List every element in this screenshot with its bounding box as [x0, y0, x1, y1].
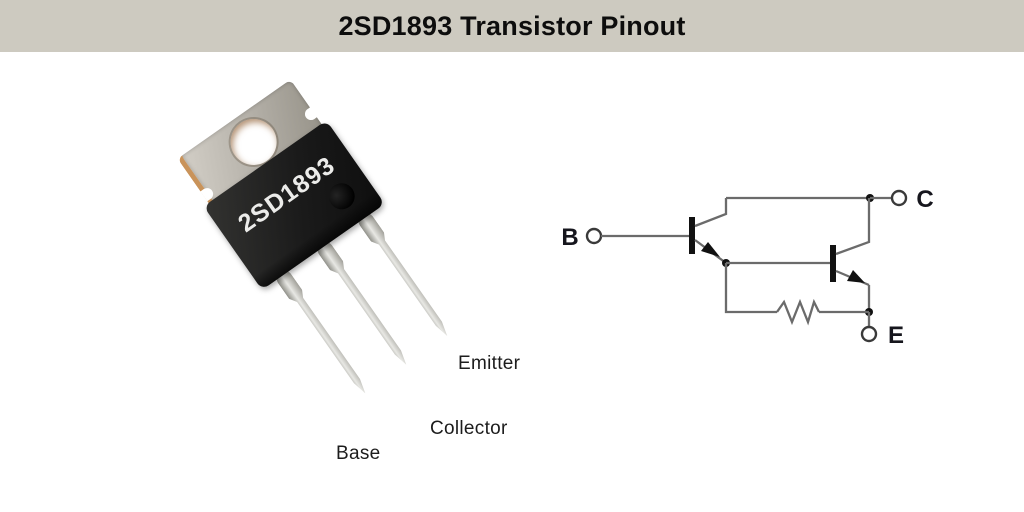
t1-emitter-arrow-icon — [701, 242, 720, 257]
base-label: Base — [336, 443, 381, 464]
t2-emitter-arrow-icon — [847, 270, 865, 283]
t2-base-bar — [830, 245, 836, 282]
resistor-icon — [776, 298, 821, 326]
collector-label: Collector — [430, 418, 508, 439]
page-title: 2SD1893 Transistor Pinout — [338, 10, 686, 41]
transistor-symbol-2 — [830, 198, 871, 287]
emitter-leg — [356, 210, 454, 340]
schematic-diagram: B C E — [561, 186, 933, 349]
terminal-C-icon — [890, 189, 908, 207]
to220-package: 2SD1893 — [173, 76, 468, 408]
terminal-label-E: E — [888, 322, 904, 349]
transistor-photo: 2SD1893 Emitter Collector Base — [0, 52, 560, 512]
body-dimple-icon — [323, 178, 360, 215]
t1-collector-wire — [694, 198, 728, 228]
terminal-label-C: C — [916, 186, 933, 213]
base-leg — [274, 268, 372, 398]
tab-notch — [302, 106, 318, 123]
title-bar: 2SD1893 Transistor Pinout — [0, 0, 1024, 52]
collector-leg — [315, 239, 413, 369]
terminal-B-icon — [585, 227, 603, 245]
bottom-rail — [724, 263, 777, 314]
transistor-symbol-1 — [689, 198, 728, 264]
terminal-label-B: B — [561, 224, 578, 251]
emitter-label: Emitter — [458, 353, 521, 374]
terminal-E-icon — [860, 325, 878, 343]
t2-collector-wire — [835, 198, 871, 256]
t1-base-bar — [689, 217, 695, 254]
